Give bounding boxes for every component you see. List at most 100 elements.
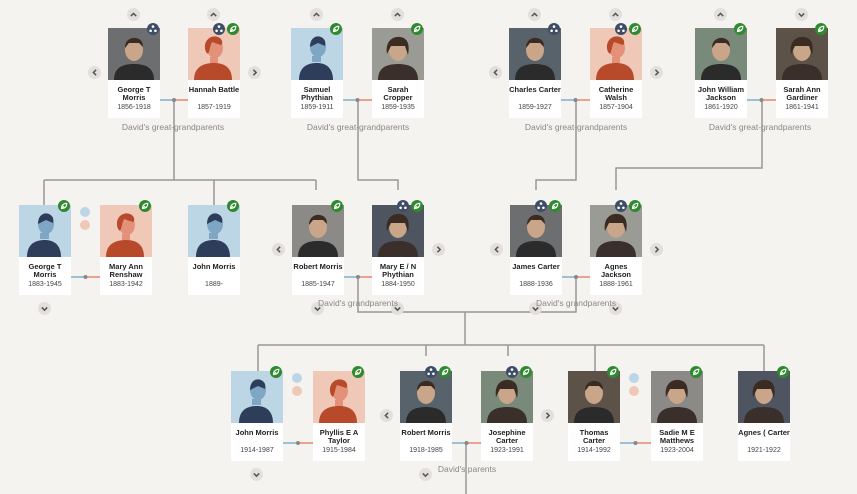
hint-leaf-icon[interactable] — [352, 366, 364, 378]
person-name: Charles Carter — [509, 85, 561, 94]
family-tree-icon[interactable] — [425, 366, 437, 378]
hint-leaf-icon[interactable] — [520, 366, 532, 378]
chevron-up-icon[interactable] — [127, 8, 140, 21]
chevron-down-icon[interactable] — [795, 8, 808, 21]
hint-leaf-icon[interactable] — [330, 23, 342, 35]
chevron-right-icon[interactable] — [432, 243, 445, 256]
family-tree-icon[interactable] — [548, 23, 560, 35]
siblings-icon[interactable] — [629, 386, 639, 396]
siblings-icon[interactable] — [629, 373, 639, 383]
chevron-down-icon[interactable] — [311, 302, 324, 315]
hint-leaf-icon[interactable] — [227, 200, 239, 212]
family-tree-icon[interactable] — [506, 366, 518, 378]
chevron-left-icon[interactable] — [272, 243, 285, 256]
family-tree-icon[interactable] — [147, 23, 159, 35]
chevron-left-icon[interactable] — [489, 66, 502, 79]
person-name: Thomas Carter — [579, 428, 609, 445]
person-life-dates: 1857-1904 — [599, 104, 633, 111]
chevron-up-icon[interactable] — [528, 8, 541, 21]
family-tree-icon[interactable] — [535, 200, 547, 212]
hint-leaf-icon[interactable] — [411, 23, 423, 35]
hint-leaf-icon[interactable] — [411, 200, 423, 212]
chevron-up-icon[interactable] — [609, 8, 622, 21]
chevron-down-icon[interactable] — [419, 468, 432, 481]
hint-leaf-icon[interactable] — [549, 200, 561, 212]
hint-leaf-icon[interactable] — [439, 366, 451, 378]
person-photo — [590, 205, 642, 257]
family-tree-icon[interactable] — [615, 200, 627, 212]
chevron-left-icon[interactable] — [490, 243, 503, 256]
hint-leaf-icon[interactable] — [734, 23, 746, 35]
chevron-up-icon[interactable] — [207, 8, 220, 21]
siblings-icon[interactable] — [292, 373, 302, 383]
family-tree-icon[interactable] — [397, 200, 409, 212]
hint-leaf-icon[interactable] — [777, 366, 789, 378]
person-name: James Carter — [512, 262, 560, 271]
person-photo — [400, 371, 452, 423]
siblings-icon[interactable] — [80, 207, 90, 217]
person-photo — [776, 28, 828, 80]
person-name: Hannah Battle — [188, 85, 240, 94]
hint-leaf-icon[interactable] — [331, 200, 343, 212]
person-life-dates: 1921-1922 — [747, 447, 781, 454]
person-photo — [481, 371, 533, 423]
person-photo — [738, 371, 790, 423]
hint-leaf-icon[interactable] — [139, 200, 151, 212]
hint-leaf-icon[interactable] — [690, 366, 702, 378]
chevron-right-icon[interactable] — [248, 66, 261, 79]
hint-leaf-icon[interactable] — [58, 200, 70, 212]
person-life-dates: 1859-1935 — [381, 104, 415, 111]
family-tree-icon[interactable] — [213, 23, 225, 35]
siblings-icon[interactable] — [292, 386, 302, 396]
hint-leaf-icon[interactable] — [270, 366, 282, 378]
family-tree-icon[interactable] — [615, 23, 627, 35]
hint-leaf-icon[interactable] — [815, 23, 827, 35]
hint-leaf-icon[interactable] — [629, 200, 641, 212]
person-card-james-carter[interactable]: James Carter 1888-1936 — [510, 205, 562, 295]
person-life-dates: 1888-1936 — [519, 281, 553, 288]
person-photo — [372, 28, 424, 80]
hint-leaf-icon[interactable] — [227, 23, 239, 35]
chevron-left-icon[interactable] — [88, 66, 101, 79]
chevron-right-icon[interactable] — [650, 243, 663, 256]
chevron-right-icon[interactable] — [650, 66, 663, 79]
person-photo — [695, 28, 747, 80]
chevron-up-icon[interactable] — [391, 8, 404, 21]
chevron-down-icon[interactable] — [250, 468, 263, 481]
person-name: Robert Morris — [401, 428, 451, 437]
chevron-right-icon[interactable] — [541, 409, 554, 422]
siblings-icon[interactable] — [80, 220, 90, 230]
chevron-down-icon[interactable] — [529, 302, 542, 315]
hint-leaf-icon[interactable] — [629, 23, 641, 35]
chevron-down-icon[interactable] — [391, 302, 404, 315]
person-name: George T Morris — [28, 262, 62, 279]
chevron-up-icon[interactable] — [310, 8, 323, 21]
chevron-down-icon[interactable] — [609, 302, 622, 315]
chevron-down-icon[interactable] — [38, 302, 51, 315]
chevron-left-icon[interactable] — [380, 409, 393, 422]
hint-leaf-icon[interactable] — [607, 366, 619, 378]
chevron-up-icon[interactable] — [714, 8, 727, 21]
